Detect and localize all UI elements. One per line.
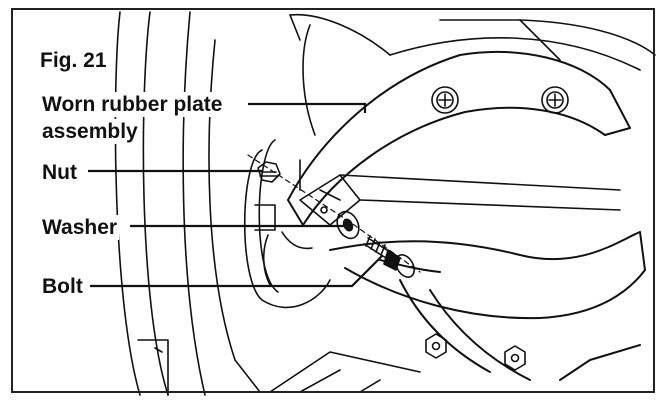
label-assembly: assembly xyxy=(40,119,140,144)
impeller-blade-lower xyxy=(329,231,646,381)
leader-line-bolt xyxy=(90,255,383,288)
plate-screw-1 xyxy=(431,86,459,114)
base-lines xyxy=(269,351,421,393)
plate-screw-2 xyxy=(541,86,569,114)
lower-nut-1 xyxy=(425,333,447,359)
hub-flange xyxy=(243,139,331,309)
housing-outline xyxy=(114,11,261,396)
label-bolt: Bolt xyxy=(40,274,85,299)
figure-title: Fig. 21 xyxy=(38,48,109,73)
impeller-blade-upper xyxy=(289,13,656,136)
hardware-bolt xyxy=(363,235,415,278)
rubber-plate-upper xyxy=(287,50,631,226)
bolt-axis-dashed xyxy=(247,154,421,273)
label-worn-rubber-plate: Worn rubber plate xyxy=(40,92,225,117)
figure-frame xyxy=(11,8,655,393)
bracket-hole xyxy=(320,206,328,214)
leader-line-plate xyxy=(248,102,367,113)
bracket-arm xyxy=(299,174,621,226)
label-nut: Nut xyxy=(40,160,79,185)
lower-nut-2 xyxy=(504,345,526,371)
label-washer: Washer xyxy=(40,215,120,240)
